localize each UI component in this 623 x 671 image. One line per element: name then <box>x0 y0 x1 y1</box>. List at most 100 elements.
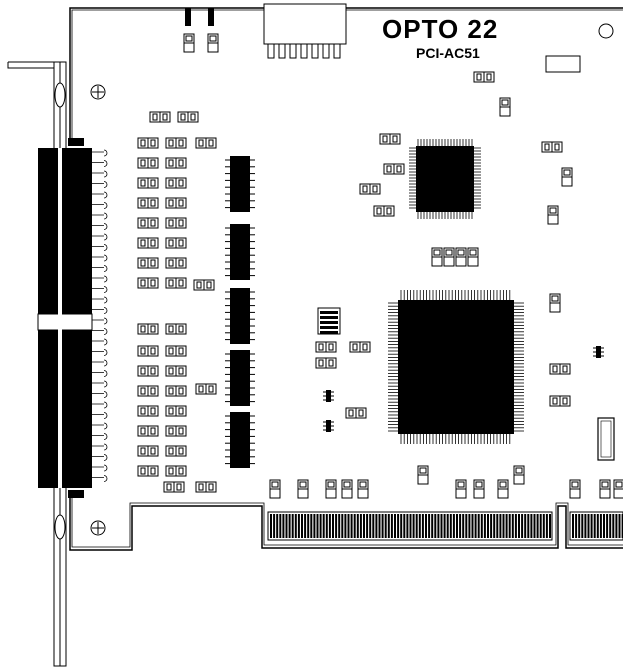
edge-finger <box>536 514 539 538</box>
edge-finger <box>465 514 468 538</box>
edge-finger <box>397 514 400 538</box>
resistor <box>137 257 159 269</box>
edge-finger <box>270 514 272 538</box>
ic-package <box>230 156 250 212</box>
connector-pin <box>92 328 108 335</box>
resistor <box>137 177 159 189</box>
edge-finger <box>313 514 316 538</box>
component <box>497 479 509 499</box>
edge-finger <box>612 514 615 538</box>
edge-finger <box>288 514 291 538</box>
resistor <box>163 481 185 493</box>
edge-finger <box>440 514 443 538</box>
connector-pin <box>92 244 108 251</box>
component <box>599 479 611 499</box>
connector-pin <box>92 233 108 241</box>
edge-finger <box>403 514 406 538</box>
edge-finger <box>468 514 471 538</box>
component <box>325 479 337 499</box>
edge-finger <box>549 514 551 538</box>
connector-pin <box>92 433 108 440</box>
ic-package <box>230 350 250 406</box>
edge-finger <box>335 514 338 538</box>
edge-finger <box>499 514 502 538</box>
connector-pins <box>92 149 108 482</box>
edge-finger <box>474 514 477 538</box>
edge-finger <box>372 514 375 538</box>
connector-pin <box>92 223 108 230</box>
component <box>561 167 573 187</box>
edge-finger <box>378 514 381 538</box>
resistor <box>137 237 159 249</box>
edge-finger <box>363 514 365 538</box>
edge-finger <box>545 514 548 538</box>
resistor <box>137 365 159 377</box>
edge-finger <box>344 514 347 538</box>
edge-finger <box>530 514 533 538</box>
resistor <box>549 363 571 375</box>
edge-finger <box>511 514 514 538</box>
resistor <box>379 133 401 145</box>
edge-finger <box>421 514 424 538</box>
resistor <box>315 357 337 369</box>
edge-finger <box>434 514 437 538</box>
connector-pin <box>92 307 108 314</box>
header-pin <box>300 43 308 59</box>
connector-pin <box>92 464 108 472</box>
header-pin <box>278 43 286 59</box>
edge-finger <box>276 514 279 538</box>
resistor-array <box>137 71 571 493</box>
board-outline <box>69 7 623 551</box>
edge-finger <box>446 514 449 538</box>
resistor <box>165 365 187 377</box>
edge-finger <box>381 514 384 538</box>
resistor <box>137 385 159 397</box>
edge-finger <box>437 514 440 538</box>
edge-finger <box>527 514 530 538</box>
connector-pin <box>92 380 108 388</box>
edge-finger <box>409 514 412 538</box>
edge-finger <box>606 514 609 538</box>
resistor <box>137 157 159 169</box>
resistor <box>137 425 159 437</box>
edge-finger <box>310 514 313 538</box>
edge-finger <box>487 514 489 538</box>
resistor <box>149 111 171 123</box>
edge-finger <box>369 514 372 538</box>
edge-finger <box>508 514 511 538</box>
edge-finger <box>322 514 325 538</box>
edge-finger <box>350 514 353 538</box>
edge-finger <box>431 514 434 538</box>
edge-finger <box>415 514 418 538</box>
component <box>455 247 467 267</box>
connector-pin <box>92 401 108 409</box>
edge-finger <box>524 514 527 538</box>
edge-finger <box>400 514 403 538</box>
resistor <box>349 341 371 353</box>
edge-finger <box>575 514 578 538</box>
edge-finger <box>502 514 505 538</box>
edge-finger <box>599 514 602 538</box>
connector-pin <box>92 265 108 272</box>
connector-pin <box>92 149 108 157</box>
component <box>499 97 511 117</box>
edge-finger <box>291 514 294 538</box>
connector-pin <box>92 412 108 419</box>
connector-pin <box>92 338 108 346</box>
header-pin <box>333 43 341 59</box>
resistor <box>137 405 159 417</box>
resistor <box>165 277 187 289</box>
edge-finger <box>483 514 486 538</box>
edge-finger <box>425 514 427 538</box>
edge-finger <box>480 514 483 538</box>
top-jumpers <box>185 8 214 26</box>
resistor <box>165 425 187 437</box>
resistor <box>137 197 159 209</box>
connector-pin <box>92 160 108 167</box>
resistor <box>195 383 217 395</box>
resistor <box>165 237 187 249</box>
edge-finger <box>596 514 599 538</box>
header-pin <box>322 43 330 59</box>
edge-finger <box>621 514 623 538</box>
